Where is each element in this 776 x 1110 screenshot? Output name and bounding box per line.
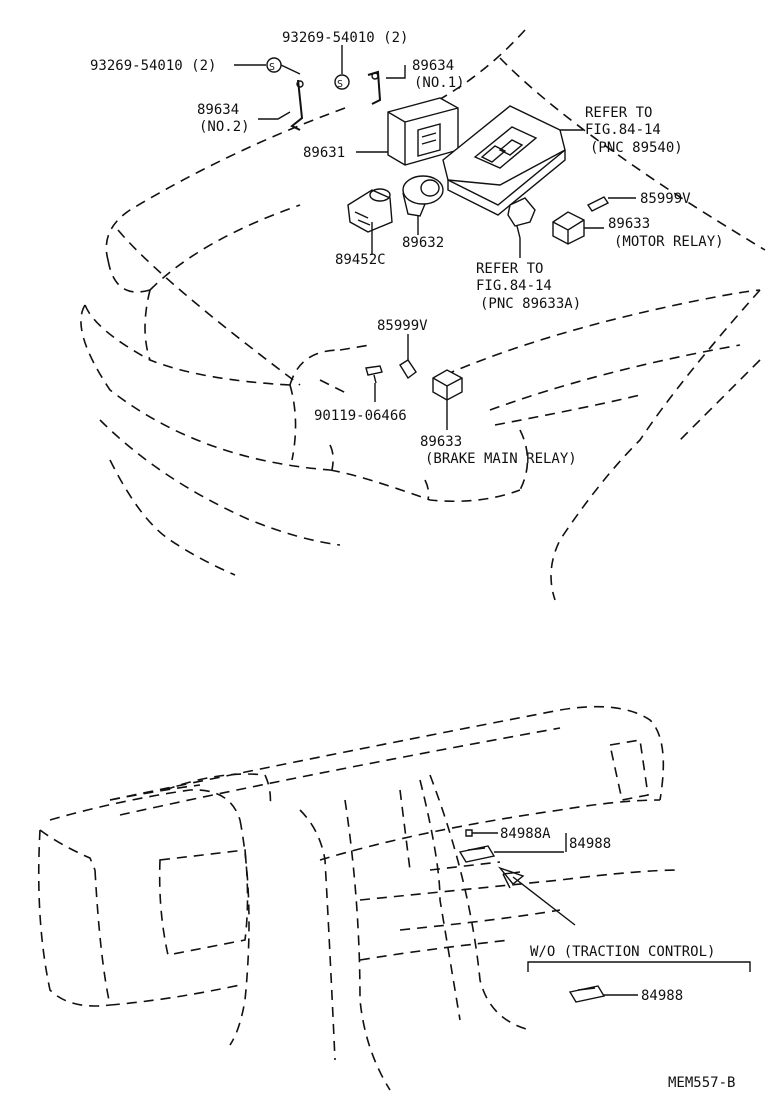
label-bracket-no2-sub: (NO.2): [199, 119, 250, 135]
svg-text:S: S: [269, 62, 275, 73]
label-sensor: 89632: [402, 235, 444, 251]
label-bolt-left: 93269-54010 (2): [90, 58, 216, 74]
label-bracket-no1-num: 89634: [412, 58, 454, 74]
label-bolt-upper: 93269-54010 (2): [282, 30, 408, 46]
screw-part: [365, 365, 383, 384]
label-ecu: 89631: [303, 145, 345, 161]
actuator-part: [442, 105, 566, 216]
label-drawing-code: MEM557-B: [668, 1075, 735, 1091]
label-wo-header: W/O (TRACTION CONTROL): [530, 944, 715, 960]
label-motor-relay-sub: (MOTOR RELAY): [614, 234, 724, 250]
bolt-upper-icon: S: [334, 74, 350, 90]
traction-switch-part: [458, 845, 496, 863]
label-refer-top-3: (PNC 89540): [590, 140, 683, 156]
switch-wo-part: [568, 985, 606, 1003]
bolt-left-icon: S: [266, 57, 282, 73]
front-end-outline: [80, 29, 766, 601]
bracket-no1: [367, 70, 382, 105]
label-bracket-no1-sub: (NO.1): [414, 75, 465, 91]
bracket-no2: [290, 79, 304, 131]
label-brake-relay-num: 89633: [420, 434, 462, 450]
label-refer-mid-3: (PNC 89633A): [480, 296, 581, 312]
label-fuse-center: 85999V: [377, 318, 428, 334]
svg-text:S: S: [337, 79, 343, 90]
label-refer-mid-2: FIG.84-14: [476, 278, 552, 294]
brake-main-relay-part: [432, 369, 463, 401]
label-switch: 84988: [569, 836, 611, 852]
fuse-right-part: [586, 196, 610, 212]
switch-bulb-part: [465, 829, 473, 837]
label-screw: 90119-06466: [314, 408, 407, 424]
label-refer-top-1: REFER TO: [585, 105, 652, 121]
fuse-center-part: [399, 359, 417, 380]
label-connector: 89452C: [335, 252, 386, 268]
label-brake-relay-sub: (BRAKE MAIN RELAY): [425, 451, 577, 467]
label-fuse-right: 85999V: [640, 191, 691, 207]
label-refer-mid-1: REFER TO: [476, 261, 543, 277]
label-bracket-no2-num: 89634: [197, 102, 239, 118]
label-motor-relay-num: 89633: [608, 216, 650, 232]
connector-part: [347, 188, 393, 233]
label-refer-top-2: FIG.84-14: [585, 122, 661, 138]
location-arrow-icon: [497, 866, 576, 926]
label-switch-bulb: 84988A: [500, 826, 551, 842]
leader-lines-lower: [472, 832, 751, 996]
dashboard-outline: [37, 705, 681, 1091]
ecu-part: [387, 97, 459, 166]
labels: 93269-54010 (2) 93269-54010 (2) 89634 (N…: [90, 30, 735, 1091]
leader-lines-upper: [234, 45, 636, 430]
relay-refer-part: [507, 197, 536, 239]
label-switch-wo: 84988: [641, 988, 683, 1004]
motor-relay-part: [552, 211, 585, 245]
sensor-part: [402, 175, 444, 217]
